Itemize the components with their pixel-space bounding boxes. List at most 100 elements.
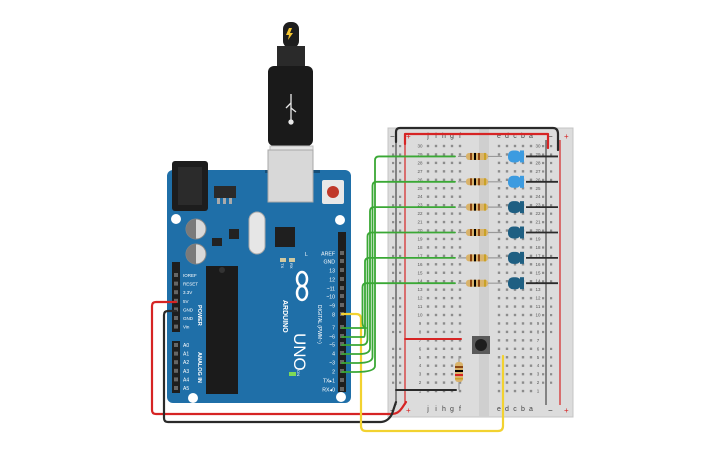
rail-minus-top-right: − bbox=[548, 132, 553, 141]
digital-pin[interactable] bbox=[340, 277, 344, 281]
led-flange bbox=[520, 251, 524, 264]
power-pin[interactable] bbox=[174, 281, 178, 286]
led bbox=[508, 201, 521, 214]
analog-pin-label: A4 bbox=[183, 377, 189, 383]
column-label: j bbox=[426, 133, 429, 140]
analog-pin[interactable] bbox=[174, 386, 178, 390]
board-model: UNO bbox=[290, 333, 309, 371]
row-number-left: 1 bbox=[419, 389, 422, 394]
digital-pin-label: ~9 bbox=[329, 304, 335, 310]
digital-pin-label: AREF bbox=[321, 252, 335, 258]
led-flange bbox=[520, 226, 524, 239]
column-label: i bbox=[435, 133, 437, 140]
power-pin[interactable] bbox=[174, 324, 178, 329]
row-number-left: 22 bbox=[417, 211, 423, 216]
push-button[interactable] bbox=[472, 336, 490, 354]
digital-pin[interactable] bbox=[340, 387, 344, 391]
led-signal-green-wire bbox=[341, 256, 456, 338]
row-number-left: 15 bbox=[417, 270, 423, 275]
ground-black-wire bbox=[162, 309, 398, 424]
row-number-right: 20 bbox=[535, 228, 541, 233]
digital-pin[interactable] bbox=[340, 286, 344, 290]
digital-pin[interactable] bbox=[340, 378, 344, 382]
digital-pin[interactable] bbox=[340, 325, 344, 329]
power-pin[interactable] bbox=[174, 290, 178, 295]
power-pin-label: RESET bbox=[183, 282, 198, 287]
row-number-left: 18 bbox=[417, 245, 423, 250]
analog-pin-label: A1 bbox=[183, 352, 189, 358]
digital-pin[interactable] bbox=[340, 294, 344, 298]
column-label: d bbox=[505, 406, 509, 413]
resistor-band bbox=[484, 279, 486, 287]
analog-pin[interactable] bbox=[174, 343, 178, 347]
resistor-band bbox=[484, 203, 486, 211]
rail-plus-bottom-left: + bbox=[406, 406, 411, 415]
digital-pin[interactable] bbox=[340, 369, 344, 373]
row-number-right: 17 bbox=[535, 253, 541, 258]
digital-pin[interactable] bbox=[340, 351, 344, 355]
row-number-right: 16 bbox=[535, 262, 541, 267]
column-label: b bbox=[521, 406, 525, 413]
led-signal-green-wire bbox=[341, 231, 456, 346]
analog-pin-label: A5 bbox=[183, 386, 189, 392]
digital-pin[interactable] bbox=[340, 342, 344, 346]
power-pin-label: GND bbox=[183, 307, 194, 312]
analog-pin[interactable] bbox=[174, 360, 178, 365]
column-label: f bbox=[459, 133, 461, 140]
column-label: b bbox=[521, 133, 525, 140]
column-label: d bbox=[505, 133, 509, 140]
row-number-left: 27 bbox=[417, 169, 423, 174]
digital-pin[interactable] bbox=[340, 259, 344, 263]
rail-minus-top-left: − bbox=[390, 132, 395, 141]
resistor-band bbox=[470, 178, 472, 186]
row-number-right: 27 bbox=[535, 169, 541, 174]
row-number-right: 7 bbox=[537, 338, 540, 343]
resistor-band bbox=[478, 279, 480, 287]
power-header bbox=[172, 262, 180, 332]
digital-pin-label: ~10 bbox=[326, 295, 335, 301]
resistor-band bbox=[470, 152, 472, 160]
led bbox=[508, 226, 521, 239]
resistor-band bbox=[470, 229, 472, 236]
rx-label: RX bbox=[289, 263, 294, 269]
digital-pin[interactable] bbox=[340, 251, 344, 255]
power-pin[interactable] bbox=[174, 316, 178, 320]
digital-pin-label: ~3 bbox=[329, 361, 335, 367]
row-number-right: 28 bbox=[535, 160, 541, 165]
column-label: a bbox=[529, 406, 533, 413]
digital-pin-label: TX▸1 bbox=[323, 379, 335, 385]
resistor-band bbox=[484, 178, 486, 186]
power-pin[interactable] bbox=[174, 273, 178, 277]
resistor-band bbox=[478, 254, 480, 262]
digital-pin[interactable] bbox=[340, 303, 344, 307]
resistor-band bbox=[474, 229, 476, 236]
power-pin-label: 5V bbox=[183, 299, 189, 304]
row-number-right: 22 bbox=[535, 211, 541, 216]
analog-pin[interactable] bbox=[174, 377, 178, 382]
led-signal-green-wire bbox=[341, 282, 456, 329]
led bbox=[508, 175, 521, 188]
column-label: i bbox=[435, 406, 437, 413]
column-label: j bbox=[426, 406, 429, 413]
analog-pin[interactable] bbox=[174, 368, 178, 373]
row-number-right: 13 bbox=[535, 287, 541, 292]
digital-pin[interactable] bbox=[340, 334, 344, 338]
column-label: a bbox=[529, 133, 533, 140]
digital-pin[interactable] bbox=[340, 360, 344, 364]
row-number-left: 21 bbox=[417, 220, 423, 225]
rail-plus-top-right: + bbox=[564, 132, 569, 141]
digital-pin-label: ~5 bbox=[329, 343, 335, 349]
resistor-band bbox=[478, 178, 480, 186]
analog-header bbox=[172, 341, 180, 393]
power-pin-label: GND bbox=[183, 316, 194, 321]
power-pin[interactable] bbox=[174, 298, 178, 303]
analog-pin[interactable] bbox=[174, 351, 178, 356]
digital-pin[interactable] bbox=[340, 268, 344, 272]
five-volt-red-wire bbox=[150, 300, 408, 416]
row-number-left: 8 bbox=[419, 329, 422, 334]
row-number-right: 8 bbox=[537, 329, 540, 334]
row-number-left: 23 bbox=[417, 203, 423, 208]
digital-pin-label: 2 bbox=[332, 370, 335, 376]
power-pin[interactable] bbox=[174, 307, 178, 312]
led bbox=[508, 150, 521, 163]
